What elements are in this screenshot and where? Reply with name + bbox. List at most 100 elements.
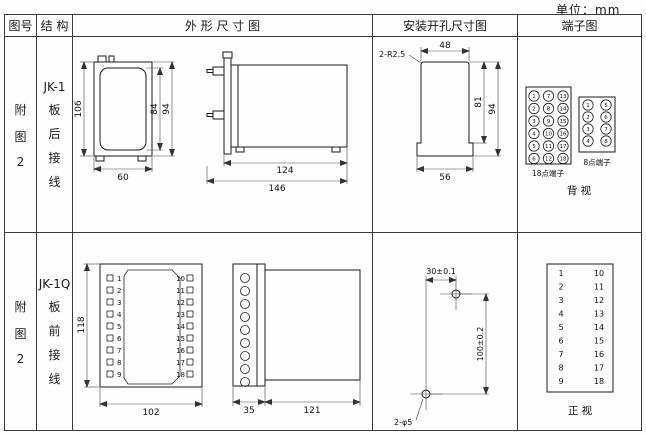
mounting-cell-row2: 30±0.1 100±0.2 2-φ5	[373, 233, 518, 430]
terminal-number: 7	[117, 347, 121, 355]
terminal-number: 8	[547, 106, 551, 112]
terminal-number: 6	[558, 337, 563, 346]
terminal-number: 11	[545, 144, 552, 150]
dim-total-height: 94	[488, 103, 498, 115]
terminal-number: 7	[547, 94, 551, 100]
terminal-number: 17	[176, 359, 185, 367]
dim-cutout-height: 81	[474, 96, 484, 107]
label-hole-spec: 2-φ5	[394, 418, 412, 427]
label-rear-view: 背 视	[567, 184, 592, 197]
terminal-number: 3	[117, 299, 121, 307]
dim-body-length: 121	[303, 406, 320, 416]
terminal-number: 15	[560, 119, 567, 125]
mounting-hole-drawing-front: 30±0.1 100±0.2 2-φ5	[394, 267, 489, 427]
fig-cell-row1: 附 图 2	[5, 37, 37, 233]
terminal-number: 12	[176, 299, 185, 307]
terminal-number: 7	[558, 350, 563, 359]
structure-char: 后	[48, 126, 61, 141]
terminal-cell-row2: 1 10 2 11 3 12 4 13 5 14 6 15 7 16 8 17 …	[518, 233, 641, 430]
dim-case-width: 102	[142, 408, 159, 418]
terminal-number: 13	[594, 310, 604, 319]
terminal-number: 12	[594, 296, 604, 305]
terminal-number: 9	[547, 119, 551, 125]
structure-model: JK-1	[43, 79, 66, 94]
fig-char: 附	[14, 102, 27, 117]
terminal-number: 11	[176, 287, 185, 295]
dim-bottom-width: 56	[439, 173, 451, 183]
fig-char: 图	[14, 129, 27, 144]
terminal-number: 17	[594, 364, 604, 373]
label-18pt: 18点端子	[532, 168, 565, 178]
terminal-number: 5	[558, 323, 563, 332]
terminal-number: 6	[532, 156, 536, 162]
terminal-number: 16	[176, 347, 185, 355]
terminal-number: 1	[117, 275, 121, 283]
terminal-number: 16	[594, 350, 604, 359]
terminal-number: 5	[532, 144, 536, 150]
terminal-number: 14	[594, 323, 604, 332]
terminal-diagram-rear-view: 1 7 13 2 8 14 3 9 15 4 10 16 5 11 17 6 1	[525, 86, 616, 197]
terminal-number: 15	[176, 335, 185, 343]
terminal-number: 18	[176, 371, 185, 379]
structure-char: 线	[48, 371, 61, 386]
terminal-number: 16	[560, 131, 567, 137]
terminal-number: 4	[532, 131, 536, 137]
structure-char: 前	[48, 323, 61, 338]
structure-char: 板	[48, 102, 61, 117]
terminal-number: 8	[604, 139, 608, 145]
terminal-number: 2	[586, 115, 590, 121]
terminal-number: 2	[532, 106, 536, 112]
dim-cover-height: 84	[150, 103, 160, 115]
terminal-number: 1	[586, 103, 590, 109]
terminal-number: 4	[117, 311, 122, 319]
terminal-number: 4	[586, 139, 590, 145]
terminal-number: 10	[545, 131, 552, 137]
terminal-cell-row1: 1 7 13 2 8 14 3 9 15 4 10 16 5 11 17 6 1	[518, 37, 641, 233]
fig-char: 图	[14, 326, 27, 341]
terminal-number: 2	[117, 287, 121, 295]
structure-char: 接	[48, 150, 61, 165]
terminal-number: 14	[176, 323, 185, 331]
terminal-number: 9	[117, 371, 121, 379]
outline-cell-row1: 106 84 94 60	[73, 37, 373, 233]
dim-case-height: 106	[74, 100, 84, 117]
outline-drawing-rear-wiring: 106 84 94 60	[74, 51, 348, 194]
terminal-number: 17	[560, 144, 567, 150]
structure-char: 线	[48, 174, 61, 189]
terminal-number: 6	[604, 115, 608, 121]
terminal-number: 13	[560, 94, 567, 100]
outline-cell-row2: 1 2 3 4 5 6 7 8 9 10 11 12 13 14 15 16 1	[73, 233, 373, 430]
terminal-number: 4	[558, 310, 563, 319]
dim-case-width: 60	[117, 173, 129, 183]
fig-char: 2	[16, 154, 25, 169]
terminal-number: 11	[594, 283, 604, 292]
terminal-number: 5	[117, 323, 121, 331]
structure-cell-row1: JK-1 板 后 接 线	[37, 37, 73, 233]
dim-cutout-width: 48	[439, 41, 451, 51]
terminal-number: 1	[558, 269, 563, 278]
header-cell-structure: 结 构	[37, 15, 73, 37]
fig-cell-row2: 附 图 2	[5, 233, 37, 430]
terminal-number: 8	[558, 364, 563, 373]
structure-char: 板	[48, 299, 61, 314]
header-cell-terminal: 端子图	[518, 15, 641, 37]
dim-hole-v-offset: 100±0.2	[476, 327, 485, 362]
dim-terminal-depth: 35	[243, 406, 254, 416]
dim-total-length: 146	[268, 184, 285, 194]
terminal-block-8pt: 1 5 2 6 3 7 4 8	[578, 96, 616, 152]
dim-flange-height: 94	[162, 103, 172, 115]
terminal-number: 10	[176, 275, 185, 283]
dim-body-length: 124	[276, 166, 293, 176]
terminal-number: 6	[117, 335, 122, 343]
structure-cell-row2: JK-1Q 板 前 接 线	[37, 233, 73, 430]
terminal-number: 2	[558, 283, 563, 292]
terminal-number: 9	[558, 377, 563, 386]
terminal-number: 10	[594, 269, 604, 278]
mounting-hole-drawing-rear: 48 2-R2.5 81 94 56	[379, 41, 501, 183]
terminal-number: 3	[586, 127, 590, 133]
label-corner-radius: 2-R2.5	[379, 50, 405, 59]
terminal-number: 8	[117, 359, 121, 367]
structure-model: JK-1Q	[38, 276, 71, 291]
terminal-number: 3	[558, 296, 563, 305]
